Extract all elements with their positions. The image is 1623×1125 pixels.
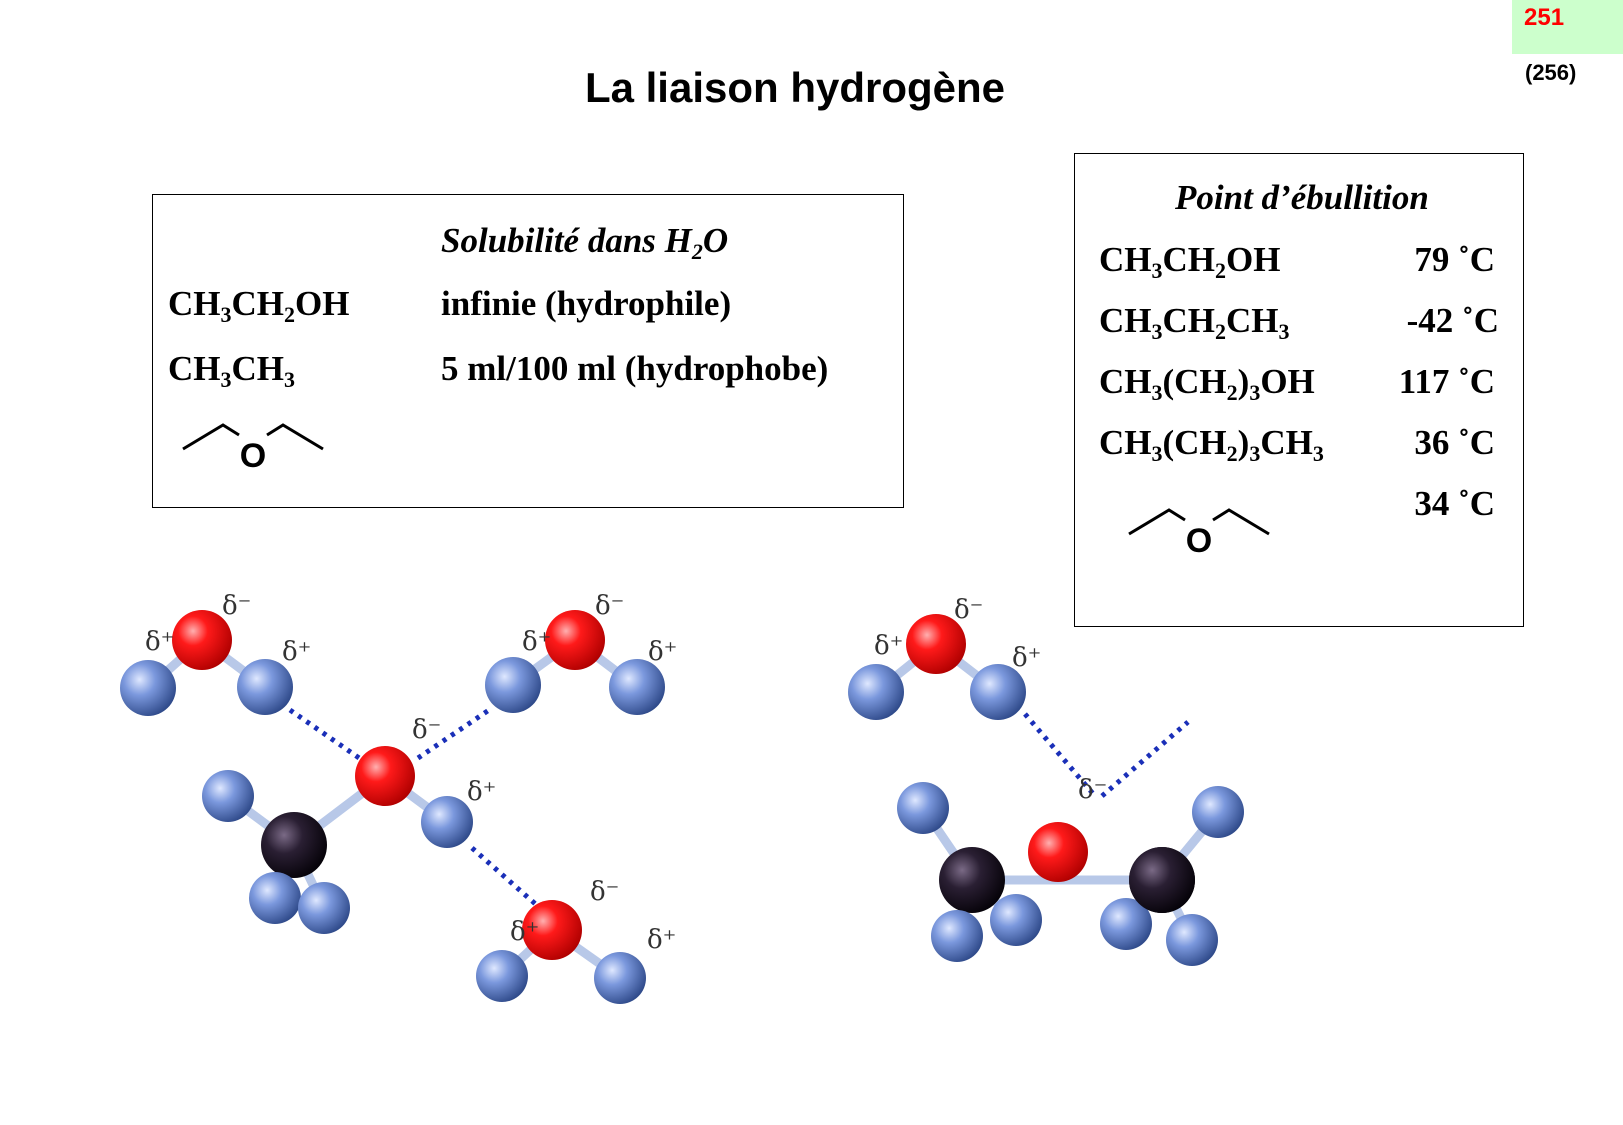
page-badge — [1512, 0, 1623, 54]
charge-label-minus: δ⁻ — [222, 591, 251, 621]
charge-label-plus: δ⁺ — [467, 777, 496, 807]
boiling-value-propane: -42 ˚C — [1406, 301, 1499, 340]
carbon-atom — [1129, 847, 1195, 913]
oxygen-atom — [545, 610, 605, 670]
charge-label-plus: δ⁺ — [1012, 643, 1041, 673]
charge-label-minus: δ⁻ — [954, 595, 983, 625]
charge-label-plus: δ⁺ — [522, 627, 551, 657]
boiling-point-box: Point d’ébullition CH3CH2OH 79 ˚C CH3CH2… — [1074, 153, 1524, 627]
charge-label-plus: δ⁺ — [510, 917, 539, 947]
charge-label-plus: δ⁺ — [648, 637, 677, 667]
solubility-value-ethane: 5 ml/100 ml (hydrophobe) — [441, 349, 829, 388]
boiling-formula-pentane: CH3(CH2)3CH3 — [1099, 423, 1324, 466]
hydrogen-atom — [990, 894, 1042, 946]
atoms — [120, 610, 665, 1004]
boiling-formula-propane: CH3CH2CH3 — [1099, 301, 1290, 344]
carbon-atom — [939, 847, 1005, 913]
ether-skeletal-formula-2: O — [1128, 508, 1270, 560]
hydrogen-atom — [594, 952, 646, 1004]
hydrogen-bonds — [1023, 712, 1190, 798]
oxygen-atom — [1028, 822, 1088, 882]
hydrogen-atom — [848, 664, 904, 720]
hydrogen-atom — [298, 882, 350, 934]
boiling-value-ether: 34 ˚C — [1414, 484, 1495, 523]
hydrogen-atom — [476, 950, 528, 1002]
boiling-value-butanol: 117 ˚C — [1398, 362, 1495, 401]
carbon-atom — [261, 812, 327, 878]
hydrogen-atom — [1192, 786, 1244, 838]
hydrogen-atom — [249, 872, 301, 924]
hydrogen-atom — [1166, 914, 1218, 966]
charge-label-minus: δ⁻ — [412, 715, 441, 745]
hydrogen-atom — [1100, 898, 1152, 950]
charge-label-minus: δ⁻ — [1078, 775, 1107, 805]
hydrogen-atom — [609, 659, 665, 715]
ether-oxygen-label: O — [240, 437, 266, 475]
boiling-value-pentane: 36 ˚C — [1414, 423, 1495, 462]
charge-label-minus: δ⁻ — [590, 877, 619, 907]
atoms — [848, 614, 1244, 966]
charge-label-plus: δ⁺ — [145, 627, 174, 657]
solubility-heading: Solubilité dans H2O — [441, 221, 729, 264]
hydrogen-atom — [421, 796, 473, 848]
hydrogen-bonds — [288, 705, 542, 910]
hydrogen-atom — [202, 770, 254, 822]
solubility-box: Solubilité dans H2O CH3CH2OH infinie (hy… — [152, 194, 904, 508]
ether-water-hbond-illustration: δ⁻ δ⁺ δ⁺ δ⁻ — [848, 595, 1244, 966]
boiling-formula-butanol: CH3(CH2)3OH — [1099, 362, 1315, 405]
solubility-formula-ethane: CH3CH3 — [168, 349, 295, 392]
solubility-value-ethanol: infinie (hydrophile) — [441, 284, 732, 323]
charge-label-plus: δ⁺ — [874, 631, 903, 661]
charge-label-plus: δ⁺ — [647, 925, 676, 955]
hydrogen-atom — [970, 664, 1026, 720]
ether-skeletal-formula: O — [182, 423, 324, 475]
oxygen-atom — [522, 900, 582, 960]
ethanol-water-hbond-illustration: δ⁻ δ⁺ δ⁺ δ⁻ δ⁺ δ⁺ δ⁻ δ⁺ δ⁻ δ⁺ δ⁺ — [120, 591, 677, 1004]
hydrogen-atom — [120, 660, 176, 716]
ether-oxygen-label-2: O — [1186, 522, 1212, 560]
boiling-heading: Point d’ébullition — [1175, 178, 1429, 217]
page-number: 251 — [1524, 4, 1565, 31]
hydrogen-atom — [897, 782, 949, 834]
hydrogen-atom — [485, 657, 541, 713]
oxygen-atom — [172, 610, 232, 670]
hydrogen-atom — [931, 910, 983, 962]
oxygen-atom — [906, 614, 966, 674]
boiling-formula-ethanol: CH3CH2OH — [1099, 240, 1281, 283]
page-subnumber: (256) — [1525, 60, 1577, 85]
hydrogen-atom — [237, 659, 293, 715]
oxygen-atom — [355, 746, 415, 806]
solubility-formula-ethanol: CH3CH2OH — [168, 284, 350, 327]
charge-label-minus: δ⁻ — [595, 591, 624, 621]
boiling-value-ethanol: 79 ˚C — [1414, 240, 1495, 279]
charge-label-plus: δ⁺ — [282, 637, 311, 667]
page-title: La liaison hydrogène — [584, 64, 1006, 111]
